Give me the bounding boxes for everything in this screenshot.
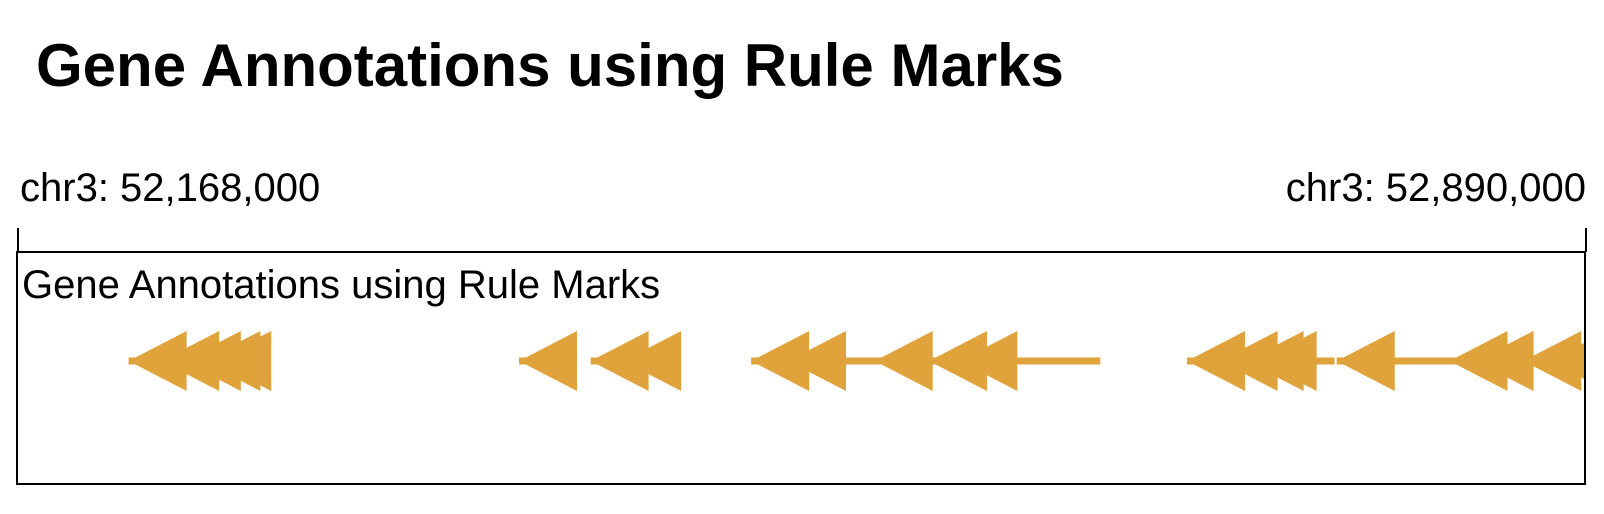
gene-segment [1475,331,1584,391]
strand-arrow-icon [1258,331,1317,391]
strand-arrow-icon [128,331,187,391]
strand-arrow-icon [1187,331,1246,391]
gene-annotation-track[interactable]: Gene Annotations using Rule Marks [16,251,1586,485]
gene-segment [590,331,682,391]
strand-arrow-icon [1557,347,1584,375]
strand-arrow-icon [623,331,682,391]
gene-segment [751,331,933,391]
gene-segment [1187,331,1335,391]
page-title: Gene Annotations using Rule Marks [36,32,1064,99]
strand-arrow-icon [590,331,649,391]
gene-segment [128,331,272,391]
strand-arrow-icon [751,331,810,391]
strand-arrow-icon [1475,331,1534,391]
strand-arrow-icon [959,331,1018,391]
start-coordinate-label: chr3: 52,168,000 [20,166,321,210]
track-label: Gene Annotations using Rule Marks [22,263,661,307]
gene-segment [519,331,578,391]
end-tick [1585,228,1587,252]
strand-arrow-icon [1336,331,1395,391]
gene-rule-marks [128,331,1584,391]
strand-arrow-icon [519,331,578,391]
strand-arrow-icon [1570,354,1584,368]
strand-arrow-icon [928,331,987,391]
strand-arrow-icon [874,331,933,391]
start-tick [17,228,19,252]
gene-segment [928,331,1101,391]
strand-arrow-icon [787,331,846,391]
strand-arrow-icon [213,331,272,391]
end-coordinate-label: chr3: 52,890,000 [1285,166,1586,210]
